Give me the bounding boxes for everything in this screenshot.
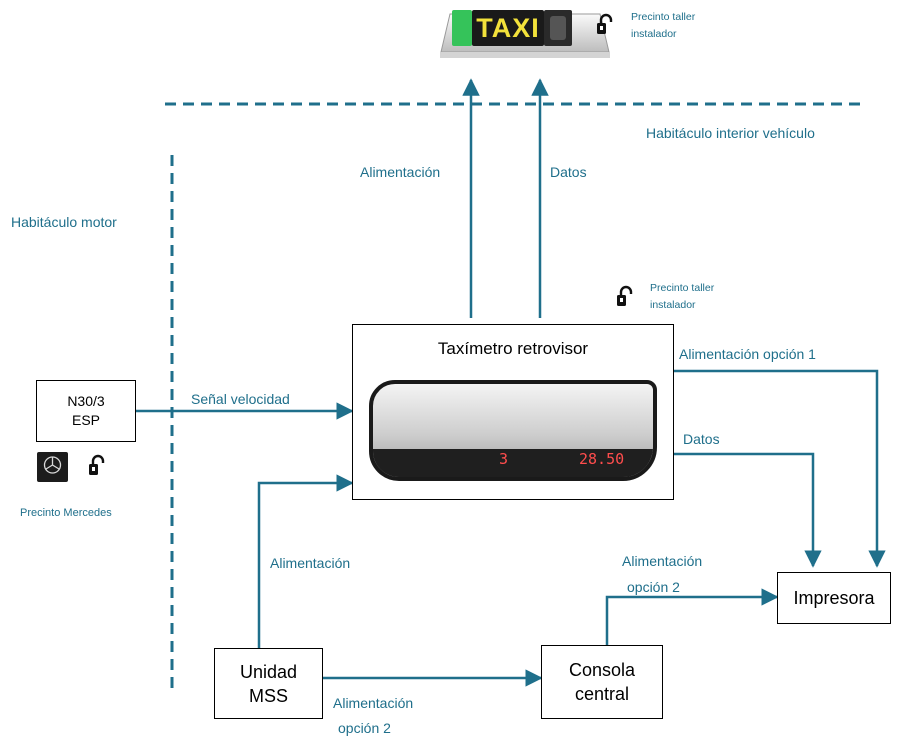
console-box: Consola central	[541, 645, 663, 719]
seal-lock-icon-taximeter	[617, 285, 633, 306]
printer-box: Impresora	[777, 572, 891, 624]
mss-box: Unidad MSS	[214, 648, 323, 719]
zone-label-interior: Habitáculo interior vehículo	[646, 125, 815, 141]
sensor-box: N30/3 ESP	[36, 380, 136, 442]
label-console-power-opt2-line1: Alimentación	[622, 553, 703, 569]
label-to-light-power: Alimentación	[360, 164, 441, 180]
printer-power-opt1-arrow	[674, 369, 886, 568]
mss-line1: Unidad	[239, 661, 298, 682]
seal-label-taximeter: Precinto taller instalador	[650, 282, 715, 311]
mirror-display-left: 3	[499, 450, 509, 468]
label-mss-console-opt2-line1: Alimentación	[333, 695, 414, 711]
label-printer-power-opt1: Alimentación opción 1	[679, 346, 816, 362]
mirror-lower-panel	[373, 449, 653, 477]
console-printer-opt2-arrow	[605, 588, 779, 645]
mirror-display-right: 28.50	[579, 450, 625, 468]
label-printer-data: Datos	[683, 431, 720, 447]
sensor-line2: ESP	[71, 412, 100, 428]
taximeter-title: Taxímetro retrovisor	[437, 339, 589, 358]
mirror-image: 3 28.50	[369, 380, 657, 481]
zone-label-motor: Habitáculo motor	[11, 214, 117, 230]
label-console-power-opt2-line2: opción 2	[627, 579, 680, 595]
sensor-line1: N30/3	[67, 393, 105, 409]
label-speed-signal: Señal velocidad	[191, 391, 290, 407]
taxi-roof-light	[440, 10, 610, 58]
seal-lock-icon-roof	[597, 13, 613, 34]
console-line2: central	[574, 684, 630, 704]
console-line1: Consola	[568, 660, 636, 680]
seal-label-sensor: Precinto Mercedes	[20, 507, 112, 519]
taximeter-box: Taxímetro retrovisor 3 28.50	[352, 324, 674, 500]
seal-lock-icon-sensor	[89, 454, 105, 475]
mercedes-emblem-icon	[37, 452, 68, 482]
seal-label-roof: Precinto taller instalador	[631, 11, 696, 40]
mss-power-arrow	[257, 474, 354, 648]
printer-label: Impresora	[793, 587, 875, 608]
label-to-light-data: Datos	[550, 164, 587, 180]
label-mss-console-opt2-line2: opción 2	[338, 720, 391, 736]
label-mss-power: Alimentación	[270, 555, 351, 571]
taxi-sign-text: TAXI	[476, 13, 540, 43]
mss-line2: MSS	[248, 685, 288, 706]
printer-data-arrow	[674, 452, 822, 568]
